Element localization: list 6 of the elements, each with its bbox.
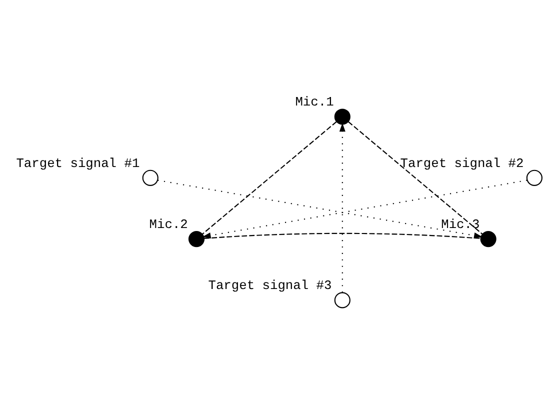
node-label: Mic.1 xyxy=(295,94,334,110)
node-label: Target signal #2 xyxy=(400,156,524,171)
node-label: Target signal #3 xyxy=(208,278,332,294)
node-label: Target signal #1 xyxy=(16,156,140,171)
node-label: Mic.3 xyxy=(441,216,480,232)
node-label: Mic.2 xyxy=(149,216,188,232)
